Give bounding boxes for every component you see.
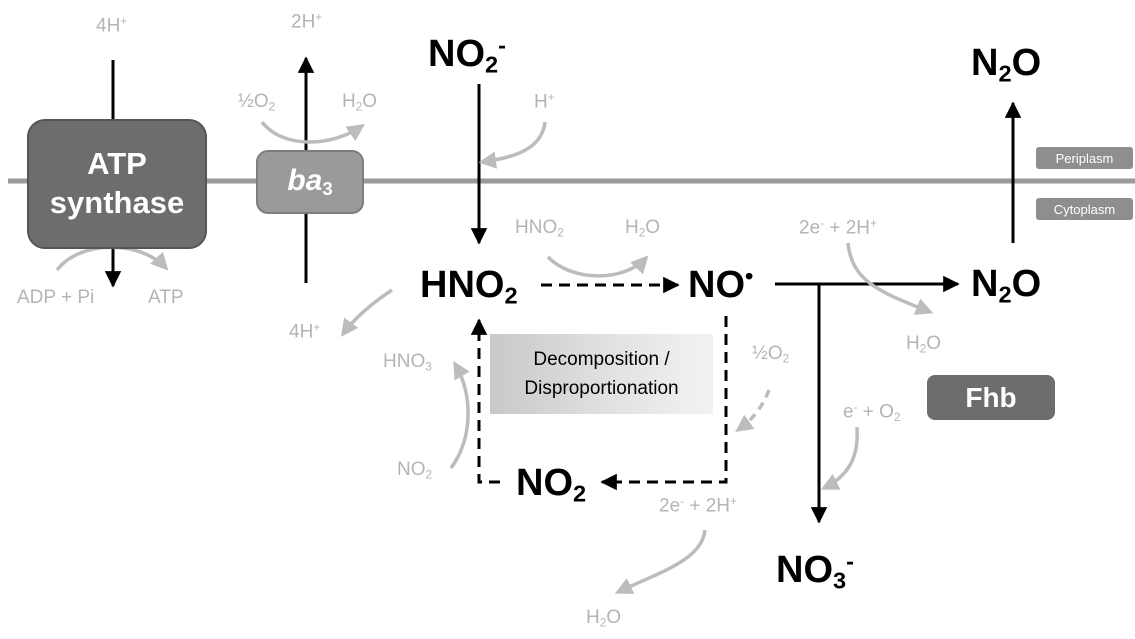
- hno2-to-h-plus-curve: [340, 288, 393, 337]
- nitrogen-dioxide: NO2: [516, 462, 587, 507]
- electron-to-h2o-curve: [846, 242, 934, 315]
- water-bottom-label: H2O: [586, 607, 622, 630]
- nitrite-ion-top: NO2-: [428, 32, 506, 78]
- decomposition-label-line2: Disproportionation: [524, 378, 679, 399]
- hno2-side-label: HNO2: [515, 217, 564, 240]
- proton-4h-bottom-label: 4H+: [289, 321, 321, 343]
- hno2-to-h2o-curve: [546, 255, 649, 278]
- proton-4h-top-label: 4H+: [96, 15, 128, 37]
- nitric-acid-label: HNO3: [383, 351, 432, 374]
- atp-synthase-label-line2: synthase: [49, 185, 185, 220]
- nitric-oxide-radical: NO•: [688, 263, 754, 306]
- fhb-label: Fhb: [965, 381, 1017, 413]
- electron-oxygen-label: e- + O2: [843, 401, 901, 424]
- periplasm-tag: Periplasm: [1036, 147, 1133, 169]
- no2-to-hno2-loop-arrow: [470, 318, 500, 484]
- water-mid-label: H2O: [625, 217, 661, 240]
- nitrous-oxide-cytoplasm: N2O: [971, 263, 1042, 308]
- nitrous-oxide-periplasm: N2O: [971, 42, 1042, 87]
- proton-2h-top-label: 2H+: [291, 11, 323, 33]
- nitrate-ion: NO3-: [776, 548, 854, 594]
- electrons-protons-right-label: 2e- + 2H+: [799, 217, 877, 239]
- half-o2-mid-label: ½O2: [752, 343, 790, 366]
- atp-product-label: ATP: [148, 287, 184, 308]
- water-right-label: H2O: [906, 333, 942, 356]
- ba3-oxidase-box: ba3: [256, 150, 364, 214]
- no-to-no2-loop-arrow: [600, 316, 728, 491]
- ba3-label: ba3: [287, 163, 333, 200]
- h-plus-curve: [478, 121, 547, 169]
- adp-pi-label: ADP + Pi: [17, 287, 95, 308]
- electrons-protons-bottom-label: 2e- + 2H+: [659, 495, 737, 517]
- proton-h-label: H+: [534, 91, 555, 113]
- decomposition-box: Decomposition / Disproportionation: [490, 334, 713, 414]
- half-o2-dashed-curve: [735, 389, 771, 433]
- no2-side-label: NO2: [397, 459, 433, 482]
- water-top-label: H2O: [342, 91, 378, 114]
- e-o2-curve: [820, 426, 859, 490]
- fhb-box: Fhb: [927, 375, 1055, 420]
- decomposition-label-line1: Decomposition /: [533, 348, 670, 370]
- half-o2-top-label: ½O2: [238, 91, 276, 114]
- atp-synthase-box: ATP synthase: [27, 119, 207, 249]
- no2-to-hno3-curve: [449, 360, 470, 470]
- o2-to-h2o-curve: [260, 120, 365, 144]
- cytoplasm-tag: Cytoplasm: [1036, 198, 1133, 220]
- atp-synthase-label-line1: ATP: [87, 146, 147, 182]
- electron-bottom-curve: [614, 529, 707, 594]
- nitrous-acid: HNO2: [420, 264, 518, 309]
